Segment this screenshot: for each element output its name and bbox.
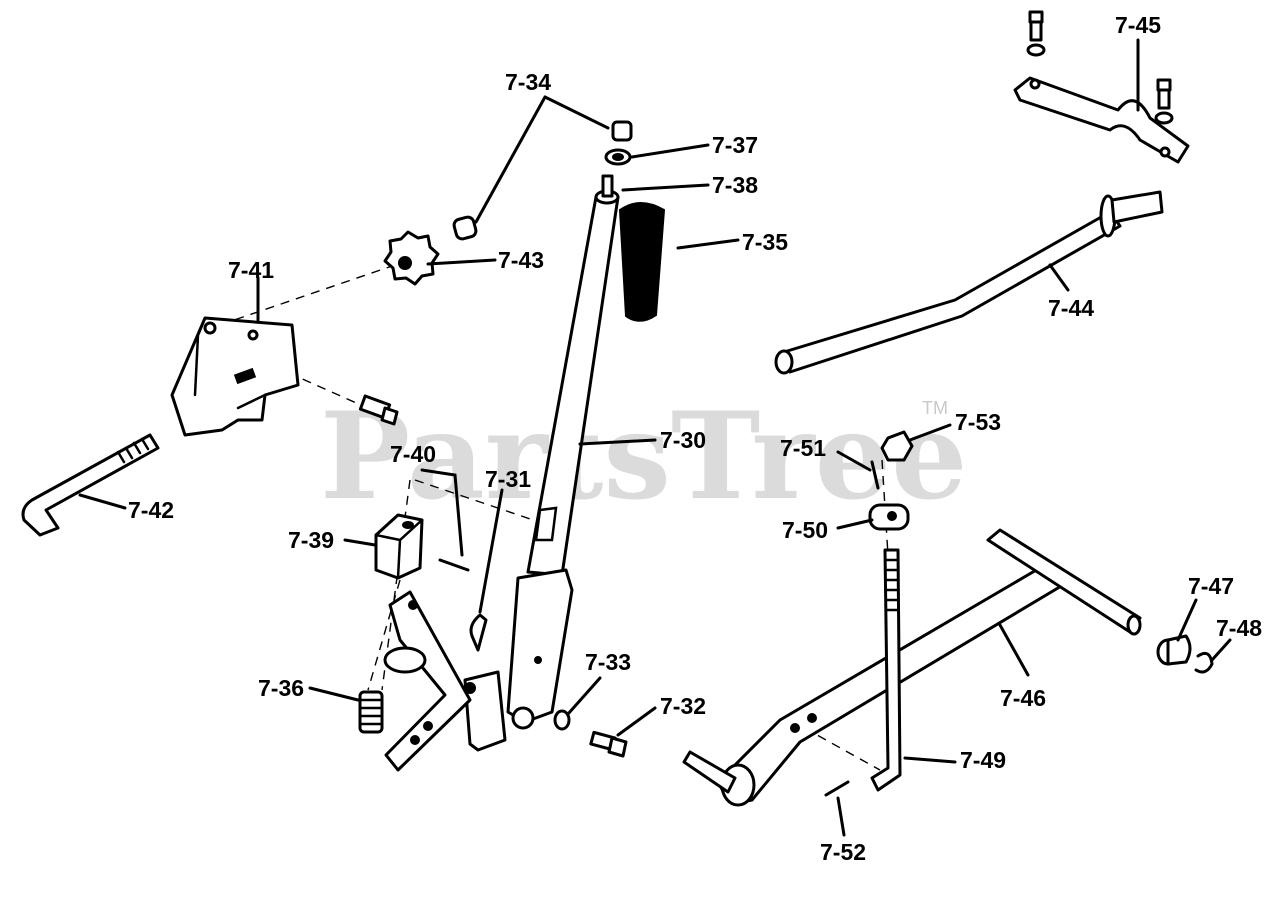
label-7-41: 7-41 (228, 257, 274, 283)
part-bolt-near-bracket (358, 394, 399, 426)
watermark-trademark: TM (922, 398, 948, 418)
label-7-44: 7-44 (1048, 295, 1094, 321)
label-7-34: 7-34 (505, 69, 551, 95)
label-7-39: 7-39 (288, 527, 334, 553)
part-7-48-clip (1194, 651, 1214, 674)
label-7-36: 7-36 (258, 675, 304, 701)
part-7-46-arm (682, 528, 1142, 807)
part-shift-plate (383, 590, 472, 772)
label-7-33: 7-33 (585, 649, 631, 675)
label-7-37: 7-37 (712, 132, 758, 158)
label-7-53: 7-53 (955, 409, 1001, 435)
label-7-42: 7-42 (128, 497, 174, 523)
label-7-31: 7-31 (485, 466, 531, 492)
part-7-50-swivel (868, 503, 910, 531)
label-7-52: 7-52 (820, 839, 866, 865)
label-7-47: 7-47 (1188, 573, 1234, 599)
label-7-32: 7-32 (660, 693, 706, 719)
part-7-40-pin (438, 558, 470, 572)
part-7-41-bracket (170, 316, 300, 437)
label-7-40: 7-40 (390, 441, 436, 467)
part-7-47-bushing (1156, 634, 1192, 666)
label-7-43: 7-43 (498, 247, 544, 273)
part-7-32-bolt (589, 730, 628, 758)
part-7-37-washer (604, 148, 632, 166)
part-lever-base (463, 568, 574, 752)
label-7-49: 7-49 (960, 747, 1006, 773)
part-7-33-washer (553, 709, 571, 731)
label-7-48: 7-48 (1216, 615, 1262, 641)
label-7-30: 7-30 (660, 427, 706, 453)
label-7-45: 7-45 (1115, 12, 1161, 38)
part-7-36-spring (358, 690, 384, 734)
label-7-35: 7-35 (742, 229, 788, 255)
label-7-50: 7-50 (782, 517, 828, 543)
label-7-51: 7-51 (780, 435, 826, 461)
part-7-44-tube (774, 190, 1164, 375)
part-7-31-hairpin (469, 613, 488, 652)
label-7-38: 7-38 (712, 172, 758, 198)
part-7-49-rod (870, 548, 902, 792)
watermark-text: PartsTree (320, 386, 967, 527)
part-7-39-block (374, 513, 424, 580)
part-7-42-threaded-rod (21, 433, 160, 537)
part-7-51-cotter-pin (870, 460, 880, 490)
leader-lines (78, 38, 1232, 837)
label-7-46: 7-46 (1000, 685, 1046, 711)
part-7-43-star-knob (383, 230, 440, 286)
part-7-34-sleeve (452, 120, 633, 241)
part-7-35-grip (618, 202, 666, 322)
part-7-52-cotter-pin (824, 780, 850, 797)
part-labels: 7-34 7-37 7-38 7-35 7-43 7-41 7-42 7-30 … (128, 12, 1262, 865)
part-7-45-clamp (1013, 10, 1190, 164)
part-7-53-nut (880, 430, 914, 462)
